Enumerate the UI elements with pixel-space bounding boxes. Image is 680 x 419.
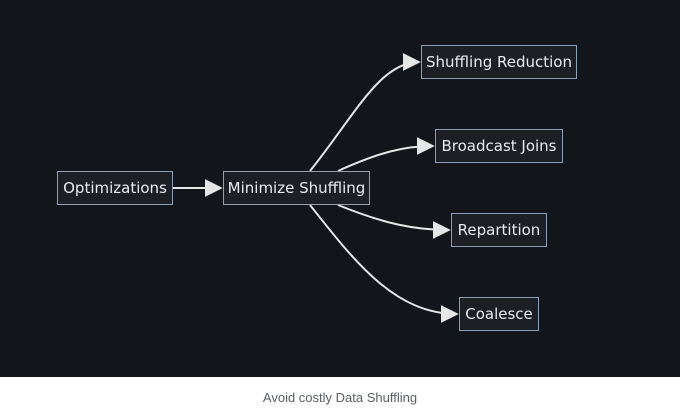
- node-repartition: Repartition: [451, 213, 547, 247]
- edge-minimize-to-broadcast: [337, 137, 435, 172]
- edge-minimize-to-repartition: [337, 204, 451, 239]
- node-coalesce: Coalesce: [459, 297, 539, 331]
- diagram-canvas: Optimizations Minimize Shuffling Shuffli…: [0, 0, 680, 377]
- node-shuffling-reduction: Shuffling Reduction: [421, 45, 577, 79]
- edge-minimize-to-reduction: [309, 53, 421, 172]
- node-optimizations: Optimizations: [57, 171, 173, 205]
- edges-layer: [173, 53, 459, 323]
- diagram-caption: Avoid costly Data Shuffling: [262, 390, 418, 405]
- edge-minimize-to-coalesce: [309, 204, 459, 323]
- node-minimize-shuffling: Minimize Shuffling: [223, 171, 370, 205]
- node-broadcast-joins: Broadcast Joins: [435, 129, 563, 163]
